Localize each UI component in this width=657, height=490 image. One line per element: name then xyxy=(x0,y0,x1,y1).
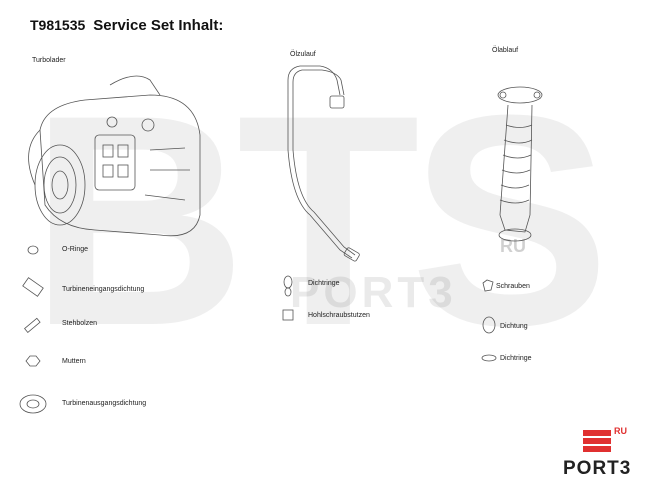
header: T981535 Service Set Inhalt: xyxy=(30,17,223,34)
logo-text: PORT3 xyxy=(563,458,632,479)
section-label-oil-outlet: Ölablauf xyxy=(492,47,519,54)
screw-icon xyxy=(482,279,494,292)
item-seal-rings-outlet: Dichtringe xyxy=(500,355,532,362)
port3-logo: RU PORT3 xyxy=(563,426,643,480)
oil-outlet-pipe-drawing xyxy=(497,86,543,242)
item-seal-rings-inlet: Dichtringe xyxy=(308,280,340,287)
item-screws: Schrauben xyxy=(496,283,530,290)
seal-ring-icon xyxy=(283,275,293,289)
page-title: Service Set Inhalt: xyxy=(93,17,224,34)
turbocharger-drawing xyxy=(28,75,201,237)
o-ring-icon xyxy=(27,245,39,255)
item-turbine-inlet-gasket: Turbineneingangsdichtung xyxy=(62,286,145,293)
logo-piston-icon xyxy=(583,430,611,452)
item-gasket: Dichtung xyxy=(500,323,528,330)
section-label-turbocharger: Turbolader xyxy=(32,57,66,64)
part-number: T981535 xyxy=(30,17,86,33)
seal-ring-out-icon xyxy=(481,354,497,362)
nut-icon xyxy=(25,355,41,367)
stud-icon xyxy=(24,317,41,334)
outlet-gasket-icon xyxy=(19,394,47,414)
gasket-icon xyxy=(482,316,496,334)
banjo-bolt-icon xyxy=(282,309,294,321)
item-nuts: Muttern xyxy=(62,358,86,365)
item-o-rings: O-Ringe xyxy=(62,246,89,253)
logo-ru: RU xyxy=(614,426,627,436)
item-studs: Stehbolzen xyxy=(62,320,98,327)
inlet-gasket-icon xyxy=(22,277,44,297)
item-turbine-outlet-gasket: Turbinenausgangsdichtung xyxy=(62,400,147,407)
section-label-oil-inlet: Ölzulauf xyxy=(290,51,316,58)
item-banjo-bolts: Hohlschraubstutzen xyxy=(308,312,370,319)
oil-inlet-pipe-drawing xyxy=(287,65,360,262)
